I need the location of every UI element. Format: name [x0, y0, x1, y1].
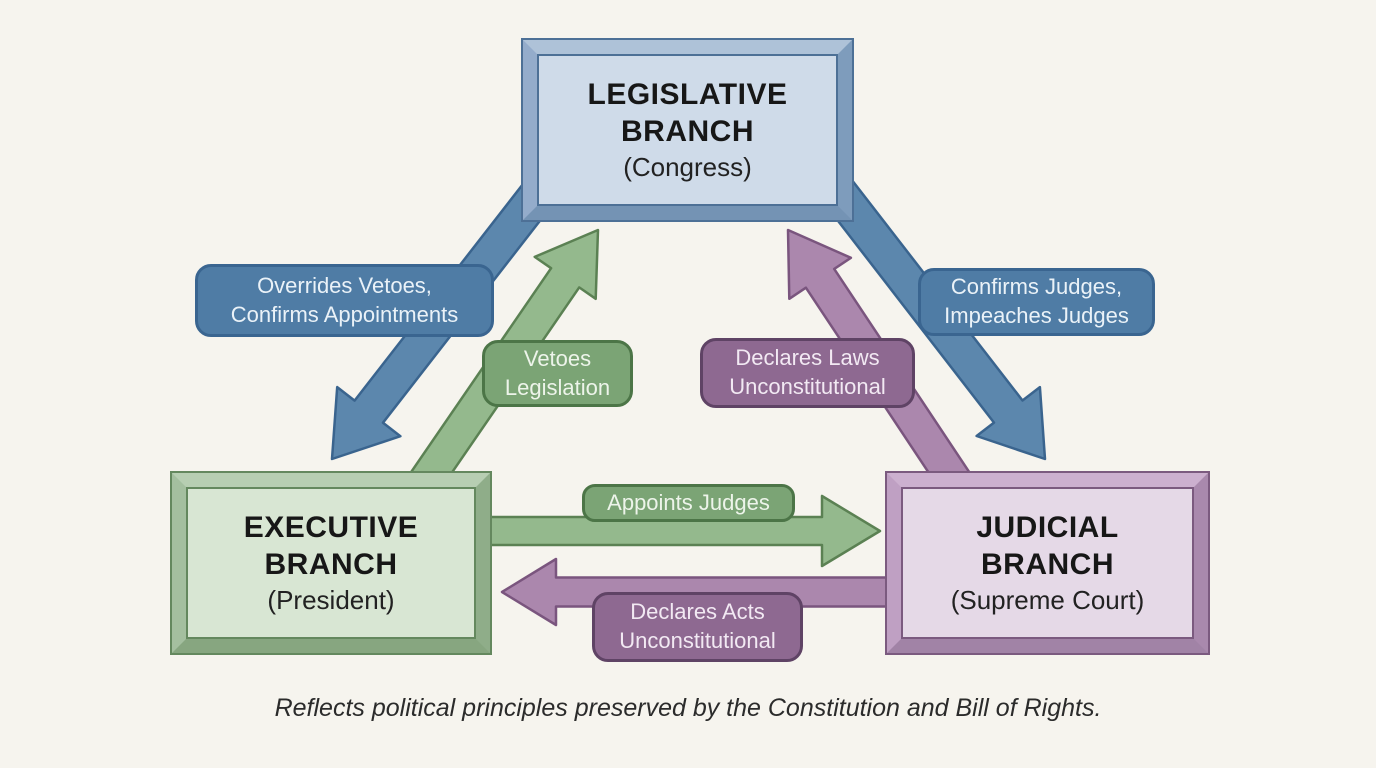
executive-branch-subtitle: (President)	[267, 584, 395, 615]
legislative-branch-box: LEGISLATIVE BRANCH (Congress)	[521, 38, 854, 222]
check-label-line: Impeaches Judges	[944, 303, 1129, 328]
legislative-branch-title: LEGISLATIVE BRANCH	[587, 77, 788, 149]
check-label-declares-laws-unconstitutional: Declares Laws Unconstitutional	[700, 338, 915, 408]
check-label-overrides-vetoes: Overrides Vetoes, Confirms Appointments	[195, 264, 494, 337]
judicial-branch-box: JUDICIAL BRANCH (Supreme Court)	[885, 471, 1210, 655]
check-label-confirms-judges: Confirms Judges, Impeaches Judges	[918, 268, 1155, 336]
check-label-declares-acts-unconstitutional: Declares Acts Unconstitutional	[592, 592, 803, 662]
judicial-branch-title: JUDICIAL BRANCH	[976, 510, 1119, 582]
check-label-line: Overrides Vetoes,	[257, 272, 432, 298]
executive-branch-title: EXECUTIVE BRANCH	[243, 510, 419, 582]
check-label-line: Confirms Appointments	[230, 301, 459, 327]
check-label-line: Declares Acts	[630, 599, 765, 625]
check-label-line: Unconstitutional	[619, 628, 776, 653]
executive-branch-box: EXECUTIVE BRANCH (President)	[170, 471, 492, 655]
diagram-caption: Reflects political principles preserved …	[274, 694, 1102, 722]
arrow-executive-to-judicial	[478, 494, 882, 568]
check-label-line: Unconstitutional	[729, 374, 886, 399]
judicial-branch-subtitle: (Supreme Court)	[950, 584, 1145, 615]
check-label-appoints-judges: Appoints Judges	[582, 484, 795, 522]
check-label-vetoes-legislation: Vetoes Legislation	[482, 340, 633, 407]
check-label-line: Confirms Judges,	[950, 274, 1123, 300]
check-label-line: Legislation	[504, 374, 611, 400]
check-label-line: Appoints Judges	[607, 489, 770, 515]
check-label-line: Vetoes	[523, 345, 592, 371]
legislative-branch-subtitle: (Congress)	[623, 151, 752, 182]
check-label-line: Declares Laws	[735, 345, 880, 371]
